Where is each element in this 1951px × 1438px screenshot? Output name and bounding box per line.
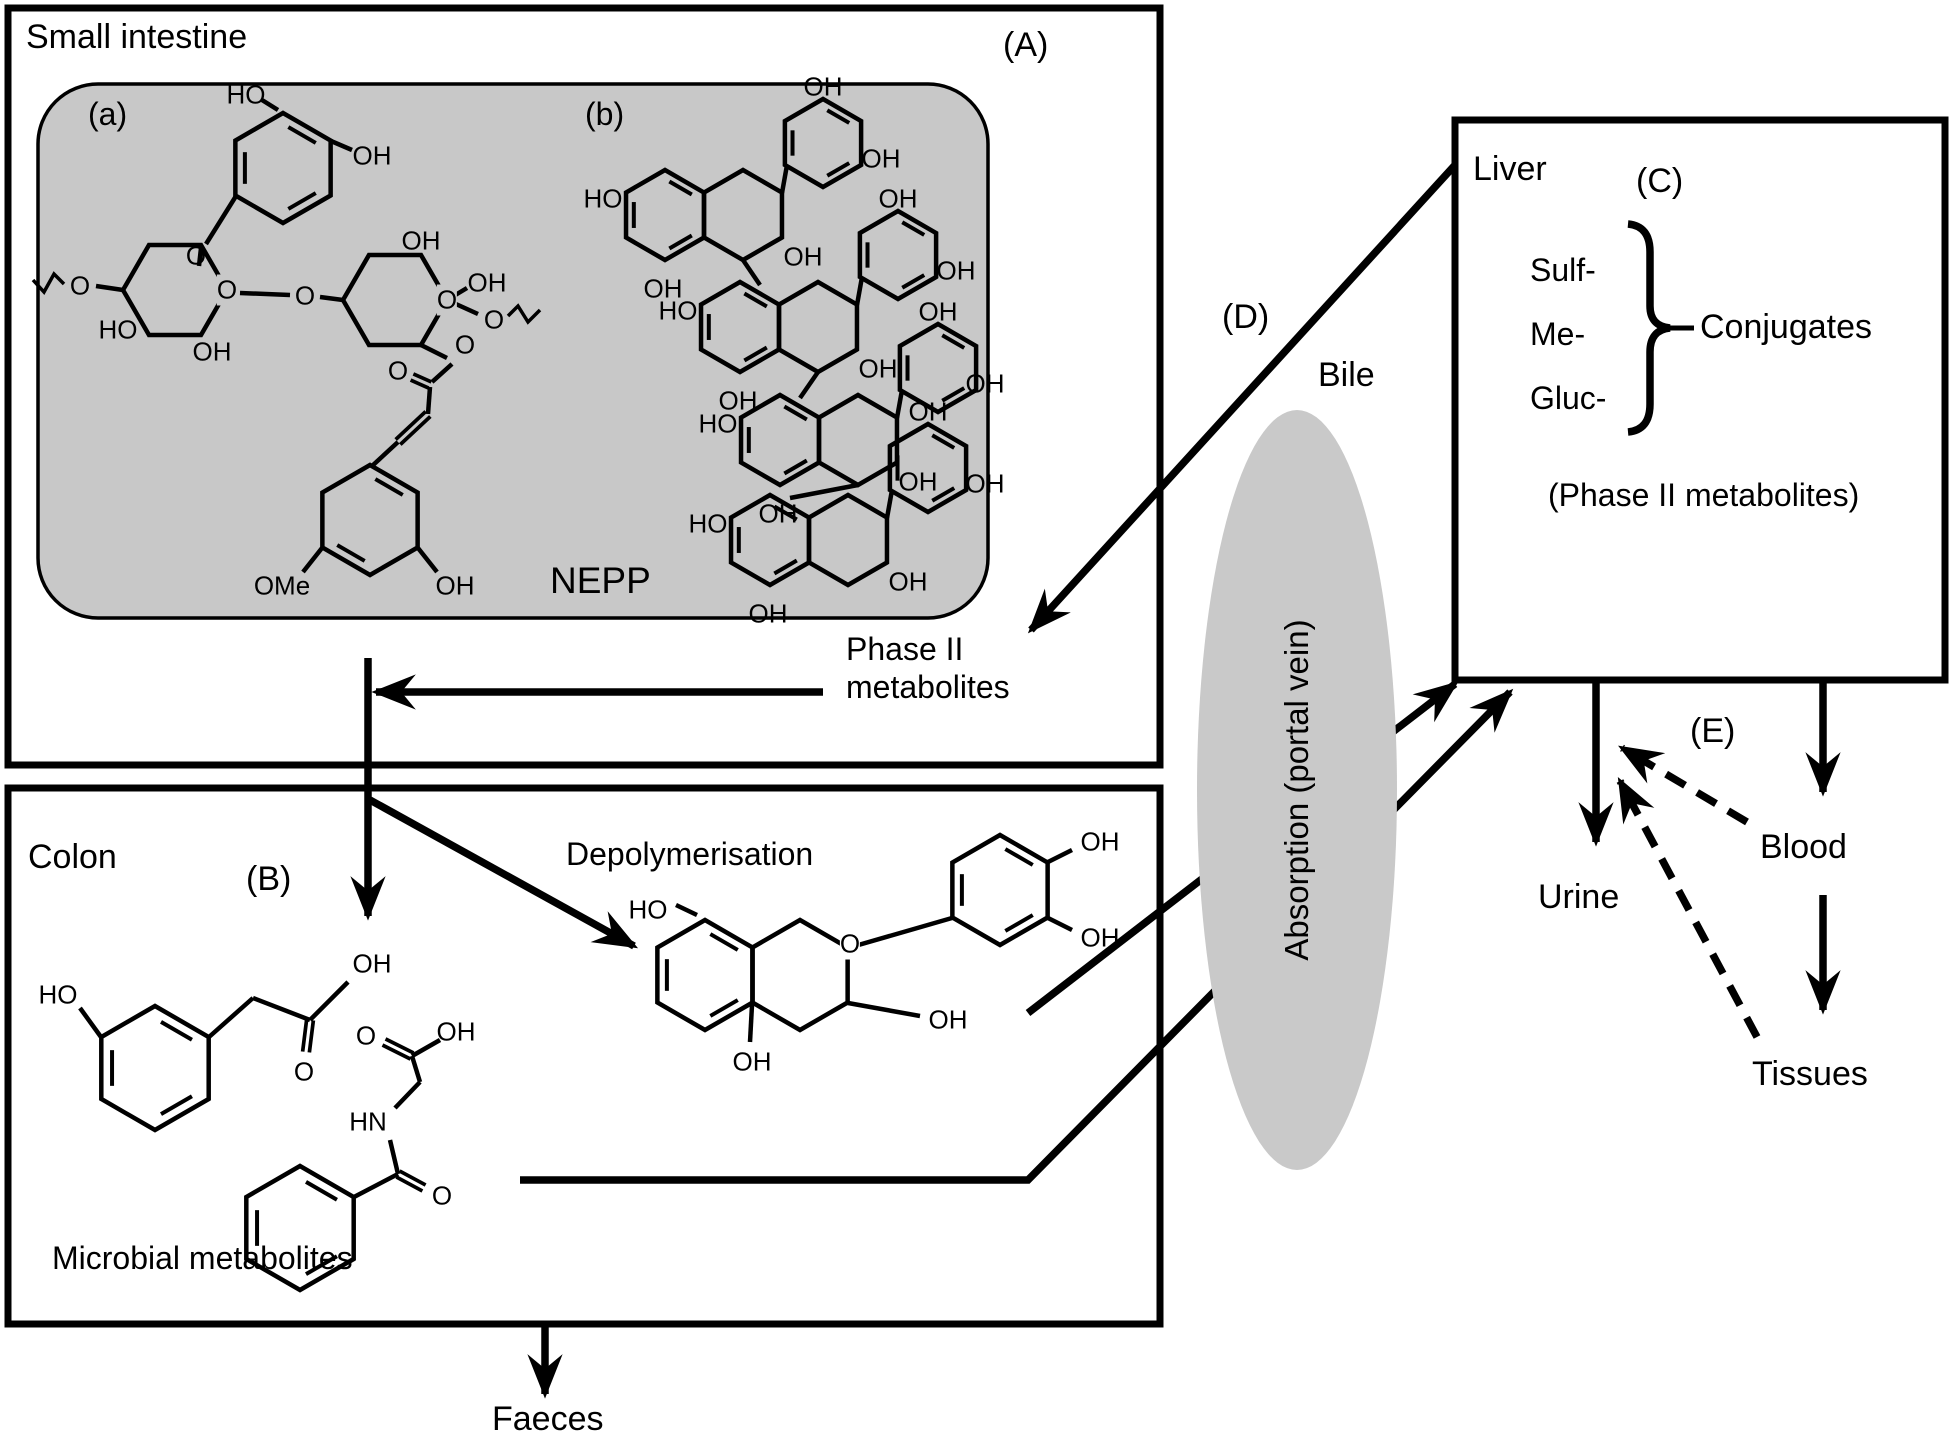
atom-label: O (185, 240, 207, 271)
urine-label: Urine (1538, 878, 1620, 916)
faeces-label: Faeces (492, 1400, 604, 1438)
sulfate-prefix: Sulf- (1530, 252, 1596, 288)
atom-label: O (454, 329, 476, 361)
atom-label: HO (38, 979, 78, 1010)
atom-label: OH (898, 466, 938, 497)
blood-label: Blood (1760, 828, 1847, 866)
nepp-label: NEPP (550, 560, 651, 601)
small-intestine-box (4, 4, 1164, 769)
structure-phenylacetic (78, 980, 350, 1133)
atom-label: O (355, 1020, 377, 1051)
atom-label: O (69, 270, 91, 302)
liver-tag: (C) (1636, 162, 1684, 200)
blood-return-dashed-arrow (1618, 744, 1749, 826)
depolymerisation-label: Depolymerisation (566, 836, 814, 872)
atom-label: OH (936, 255, 976, 286)
atom-label: O (431, 1180, 453, 1211)
atom-label: OH (401, 225, 441, 256)
methyl-prefix: Me- (1530, 316, 1586, 352)
atom-label: HO (688, 508, 728, 539)
atom-label: OH (858, 353, 898, 384)
atom-label: O (216, 274, 238, 306)
conjugates-brace (1627, 220, 1671, 436)
bile-arrow (1027, 162, 1458, 634)
atom-label: OH (192, 336, 232, 367)
atom-label: O (483, 304, 505, 336)
atom-label: OH (1080, 922, 1120, 953)
atom-label: O (294, 280, 316, 312)
liver-label: Liver (1473, 150, 1547, 188)
bile-tag: (D) (1222, 298, 1270, 336)
atom-label: HO (226, 79, 266, 110)
atom-label: O (436, 284, 458, 316)
structure-proanthocyanidin (623, 96, 979, 588)
absorption-label: Absorption (portal vein) (1278, 619, 1316, 961)
small-intestine-label: Small intestine (26, 18, 248, 56)
atom-label: OH (435, 570, 475, 601)
atom-label: OMe (253, 570, 311, 601)
atom-label: OH (908, 396, 948, 427)
atom-label: OH (352, 140, 392, 171)
atom-label: OH (783, 241, 823, 272)
structure-hippuric (244, 1037, 442, 1293)
atom-label: O (387, 355, 409, 386)
atom-label: OH (748, 598, 788, 629)
atom-label: OH (643, 273, 683, 304)
atom-label: HO (583, 183, 623, 214)
colon-tag: (B) (246, 860, 292, 898)
phase2-feedback-line2: metabolites (846, 669, 1010, 705)
atom-label: OH (718, 385, 758, 416)
depolymerisation-arrow (368, 796, 639, 950)
colon-box (4, 784, 1164, 1328)
tissues-label: Tissues (1752, 1055, 1868, 1093)
conjugates-label: Conjugates (1700, 308, 1873, 346)
atom-label: OH (878, 183, 918, 214)
atom-label: OH (467, 267, 507, 298)
atom-label: OH (732, 1046, 772, 1077)
atom-label: OH (861, 143, 901, 174)
atom-label: OH (436, 1016, 476, 1047)
colon-label: Colon (28, 838, 117, 876)
atom-label: HN (349, 1106, 387, 1137)
structure-a-tag: (a) (88, 96, 128, 132)
atom-label: HO (98, 314, 138, 345)
absorption-ellipse (1197, 410, 1397, 1170)
enterohepatic-tag: (E) (1690, 712, 1736, 750)
atom-label: HO (698, 408, 738, 439)
atom-label: HO (628, 894, 668, 925)
atom-label: OH (352, 948, 392, 979)
structure-b-tag: (b) (585, 96, 625, 132)
atom-label: OH (965, 468, 1005, 499)
atom-label: OH (888, 566, 928, 597)
bile-label: Bile (1318, 356, 1375, 394)
phase2-feedback-line1: Phase II (846, 631, 964, 667)
liver-box (1451, 116, 1949, 684)
microbial-metabolites-label: Microbial metabolites (52, 1240, 353, 1276)
atom-label: OH (928, 1004, 968, 1035)
glucuronide-prefix: Gluc- (1530, 380, 1607, 416)
atom-label: O (839, 928, 861, 960)
atom-label: OH (758, 498, 798, 529)
atom-label: OH (918, 296, 958, 327)
atom-label: OH (965, 368, 1005, 399)
atom-label: HO (658, 295, 698, 326)
small-intestine-tag: (A) (1003, 26, 1049, 64)
atom-label: O (293, 1056, 315, 1087)
tissues-return-dashed-arrow (1616, 776, 1761, 1039)
atom-label: OH (1080, 826, 1120, 857)
atom-label: OH (803, 71, 843, 102)
liver-phase2-label: (Phase II metabolites) (1548, 477, 1860, 513)
